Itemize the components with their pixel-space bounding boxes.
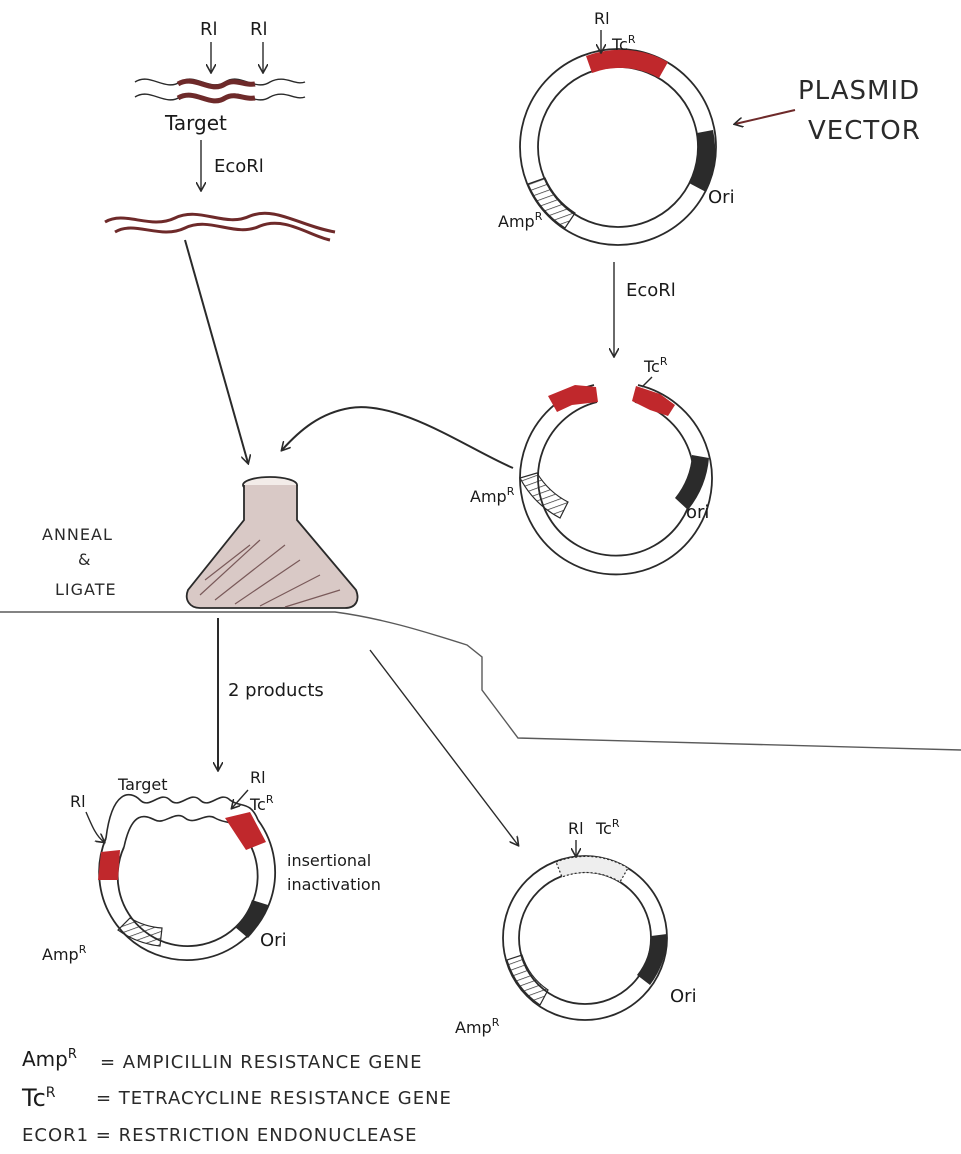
products-label: 2 products: [228, 680, 324, 701]
legend-amp-key: AmpR: [22, 1047, 77, 1071]
cut-tc-label: TcR: [643, 355, 668, 376]
legend: AmpR = AMPICILLIN RESISTANCE GENE TcR = …: [21, 1047, 452, 1146]
ecori-right-label: EcoRl: [626, 280, 676, 301]
cut-ori-label: ori: [686, 502, 709, 523]
self-ligated-arrow-icon: [370, 650, 518, 845]
plasmid-to-flask-arrow-icon: [282, 407, 513, 468]
rl-right-label: Rl: [250, 19, 268, 40]
ecori-left-label: EcoRl: [214, 156, 264, 177]
rec-ori-label: Ori: [260, 930, 287, 951]
target-label: Target: [164, 111, 227, 135]
rec-rl-right-label: Rl: [250, 768, 266, 787]
legend-amp-def: = AMPICILLIN RESISTANCE GENE: [100, 1052, 422, 1073]
rl-left-label: Rl: [200, 19, 218, 40]
self-ori-label: Ori: [670, 986, 697, 1007]
anneal-label: ANNEAL: [42, 525, 113, 544]
inactivation-label: inactivation: [287, 875, 381, 894]
recombinant-plasmid: [98, 795, 275, 960]
legend-eco-def: ECOR1 = RESTRICTION ENDONUCLEASE: [22, 1125, 418, 1146]
self-ligated-plasmid: [503, 856, 667, 1020]
insertional-label: insertional: [287, 851, 371, 870]
cut-amp-label: AmpR: [470, 485, 515, 506]
arrow-icon: [86, 812, 104, 842]
rec-amp-label: AmpR: [42, 943, 87, 964]
plasmid-ori-label: Ori: [708, 187, 735, 208]
self-tc-label: TcR: [595, 817, 620, 838]
self-rl-label: Rl: [568, 819, 584, 838]
paper-fold-line: [0, 612, 961, 750]
rec-rl-left-label: Rl: [70, 792, 86, 811]
plasmid-rl-label: Rl: [594, 9, 610, 28]
plasmid-vector: [520, 49, 716, 245]
legend-tc-key: TcR: [21, 1084, 56, 1112]
legend-tc-def: = TETRACYCLINE RESISTANCE GENE: [96, 1088, 452, 1109]
cut-target-fragment: [105, 213, 335, 240]
flask-icon: [187, 477, 358, 608]
plasmid-amp-label: AmpR: [498, 210, 543, 231]
plasmid-vector-title-1: PLASMID: [798, 76, 920, 106]
plasmid-pointer-arrow-icon: [735, 110, 795, 124]
rec-target-label: Target: [117, 775, 168, 794]
ligate-label: LIGATE: [55, 580, 117, 599]
target-to-flask-arrow-icon: [185, 240, 248, 463]
rec-tc-label: TcR: [249, 793, 274, 814]
anneal-amp-label: &: [78, 550, 91, 569]
cut-plasmid: [520, 385, 712, 574]
target-dna: [135, 79, 305, 101]
self-amp-label: AmpR: [455, 1016, 500, 1037]
plasmid-vector-title-2: VECTOR: [808, 116, 921, 146]
